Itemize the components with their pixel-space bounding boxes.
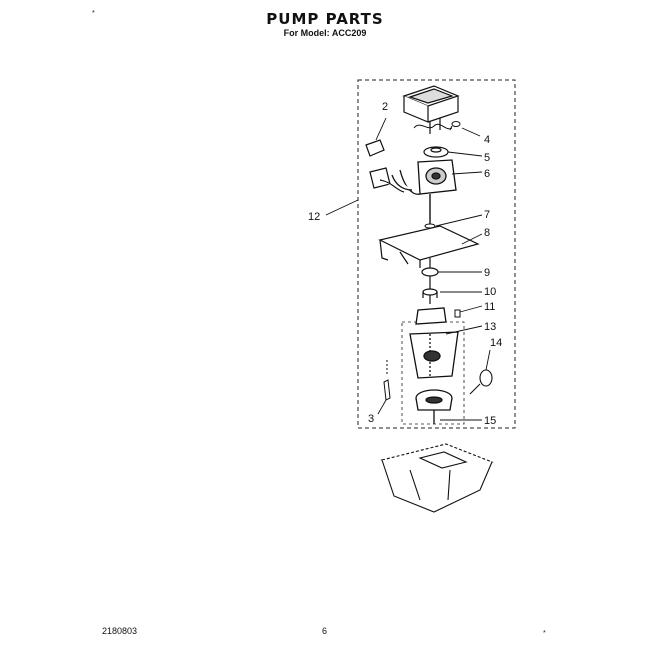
callout-4: 4 [484,134,490,146]
corner-mark-bottom: * [543,630,546,637]
part-2-clips [365,139,405,193]
callout-10: 10 [484,286,496,298]
callout-2: 2 [382,101,388,113]
part-4-screw [449,121,461,131]
part-9-seal [421,267,439,277]
callout-13: 13 [484,321,496,333]
model-subtitle: For Model: ACC209 [283,28,367,38]
wire-harness [413,123,453,130]
part-8-mounting-plate [378,225,480,268]
part-15-base [415,389,453,424]
callout-3: 3 [368,413,374,425]
leader-lines [325,117,491,421]
callout-15: 15 [484,415,496,427]
callout-6: 6 [484,168,490,180]
part-14-fitting [469,369,493,395]
page-title: PUMP PARTS [266,10,384,28]
part-6-motor [391,159,457,195]
assembly-outline [357,79,516,429]
base-tub [380,443,494,513]
corner-mark-top: * [92,10,95,17]
part-5-gasket [423,146,449,158]
motor-cover [402,85,460,134]
callout-7: 7 [484,209,490,221]
callout-14: 14 [490,337,502,349]
callout-12: 12 [308,211,320,223]
callout-5: 5 [484,152,490,164]
part-11-screw [454,309,461,318]
footer-part-number: 2180803 [102,626,138,636]
part-3-bolt [383,360,391,401]
part-13-pump-housing [409,307,459,379]
footer-page-number: 6 [322,626,328,636]
callout-11: 11 [484,301,495,313]
callout-9: 9 [484,267,490,279]
part-10-impeller [422,288,438,298]
callout-8: 8 [484,227,490,239]
